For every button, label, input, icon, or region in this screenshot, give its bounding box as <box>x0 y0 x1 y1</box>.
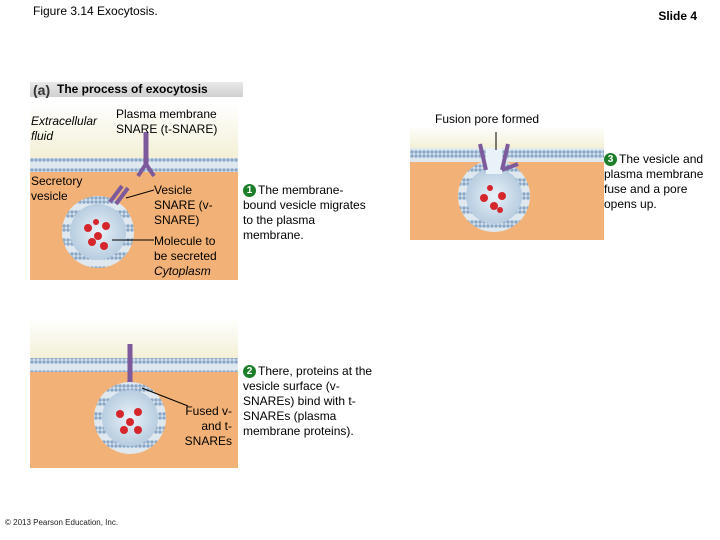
label-extracellular-fluid: Extracellular fluid <box>31 114 98 143</box>
figure-title: Figure 3.14 Exocytosis. <box>33 4 158 18</box>
panel-step-3 <box>410 126 604 245</box>
label-vesicle-snare: Vesicle SNARE (v-SNARE) <box>154 183 213 227</box>
step-1-badge: 1 <box>243 184 256 198</box>
t-snare-protein <box>136 132 156 178</box>
panel-3-illustration <box>410 126 604 240</box>
secreted-molecules <box>84 219 110 250</box>
step-2-badge: 2 <box>243 365 256 379</box>
plasma-membrane <box>30 158 238 172</box>
copyright-notice: © 2013 Pearson Education, Inc. <box>5 518 119 527</box>
panel-step-2 <box>30 318 238 473</box>
label-fusion-pore-formed: Fusion pore formed <box>435 112 540 126</box>
panel-2-illustration <box>30 318 238 468</box>
label-fused-snares: Fused v- and t-SNAREs <box>184 404 232 448</box>
part-header-bar <box>30 82 243 97</box>
step-3-badge: 3 <box>604 153 617 167</box>
label-secretory-vesicle: Secretory vesicle <box>31 174 83 203</box>
label-cytoplasm: Cytoplasm <box>154 264 211 278</box>
part-label: (a) <box>33 82 51 98</box>
snare-proteins-3 <box>478 143 519 172</box>
part-title: The process of exocytosis <box>57 82 208 96</box>
secreted-molecules-2 <box>116 408 142 434</box>
slide-label: Slide 4 <box>658 9 697 23</box>
fusion-pore <box>486 148 502 174</box>
panel-1-illustration <box>30 102 238 280</box>
fused-vesicle <box>458 148 530 232</box>
plasma-membrane-2 <box>30 358 238 372</box>
label-molecule-to-be-secreted: Molecule to be secreted <box>154 234 217 263</box>
secreted-molecules-3 <box>480 185 506 213</box>
panel-step-1 <box>30 102 238 285</box>
label-plasma-membrane-snare: Plasma membrane SNARE (t-SNARE) <box>116 107 218 136</box>
